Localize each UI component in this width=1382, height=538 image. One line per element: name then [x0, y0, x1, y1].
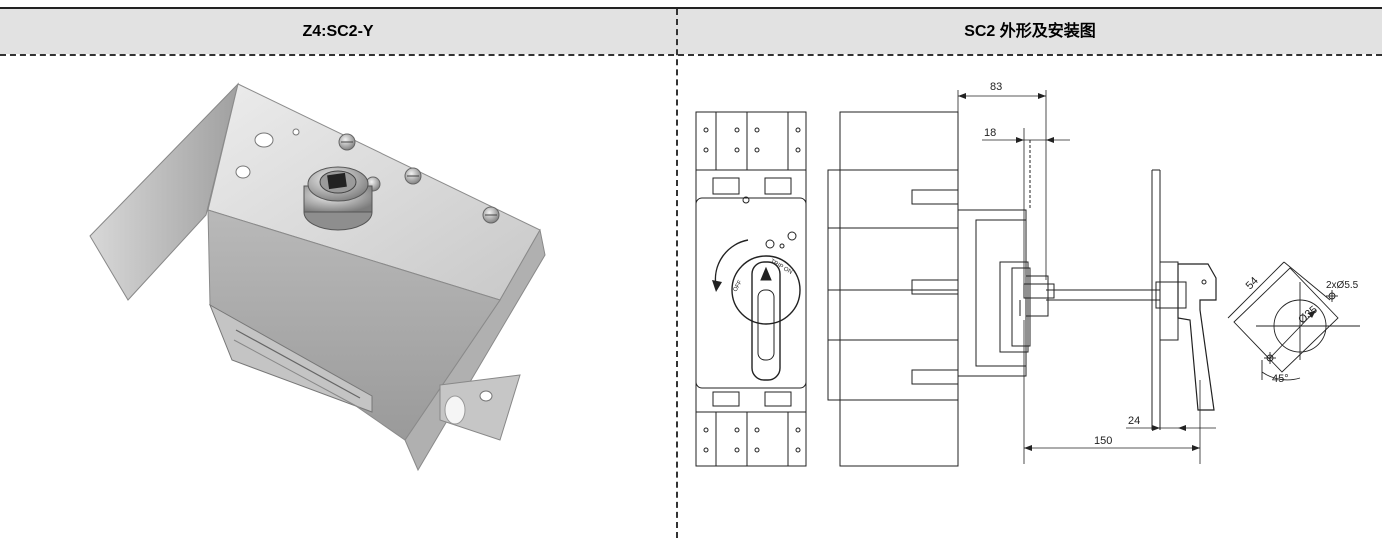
column-title-drawing: SC2 外形及安装图	[964, 23, 1096, 40]
handle-mark-off: OFF	[733, 279, 744, 293]
product-photo-bracket	[89, 82, 546, 472]
plate-hole	[292, 128, 300, 136]
rotate-arrow-icon	[714, 239, 749, 287]
column-title-product: Z4:SC2-Y	[302, 23, 374, 40]
screw	[482, 206, 500, 224]
plate-hole	[254, 132, 274, 148]
bracket-mounting-tab	[439, 374, 521, 441]
switch-front-view	[695, 111, 807, 467]
dim-150: 150	[1094, 435, 1112, 447]
dim-18: 18	[984, 127, 996, 139]
dim-24: 24	[1128, 415, 1140, 427]
panel-door	[1151, 169, 1217, 430]
screw	[338, 133, 356, 151]
bracket-front-wall	[207, 209, 501, 441]
switch-side-view	[827, 111, 1160, 467]
bracket-lower-plate	[209, 303, 373, 413]
padlock-icon	[765, 239, 775, 249]
door-cutout-detail	[1227, 261, 1360, 381]
installation-drawing: TRIP ON OFF	[695, 81, 1360, 467]
header-divider	[0, 54, 1382, 56]
plate-hole	[235, 165, 251, 179]
column-divider	[676, 9, 678, 538]
table-header-band	[0, 9, 1382, 54]
bracket-left-flange	[89, 82, 239, 301]
dimension-lines	[957, 90, 1216, 464]
shaft-coupling	[303, 166, 373, 231]
dim-angle: 45°	[1272, 373, 1289, 385]
dim-83: 83	[990, 81, 1002, 93]
table-top-rule	[0, 7, 1382, 9]
screw	[404, 167, 422, 185]
dim-hole: 2xØ5.5	[1326, 280, 1359, 291]
handle-mark-on: TRIP ON	[769, 259, 793, 276]
dim-54: 54	[1244, 275, 1261, 292]
